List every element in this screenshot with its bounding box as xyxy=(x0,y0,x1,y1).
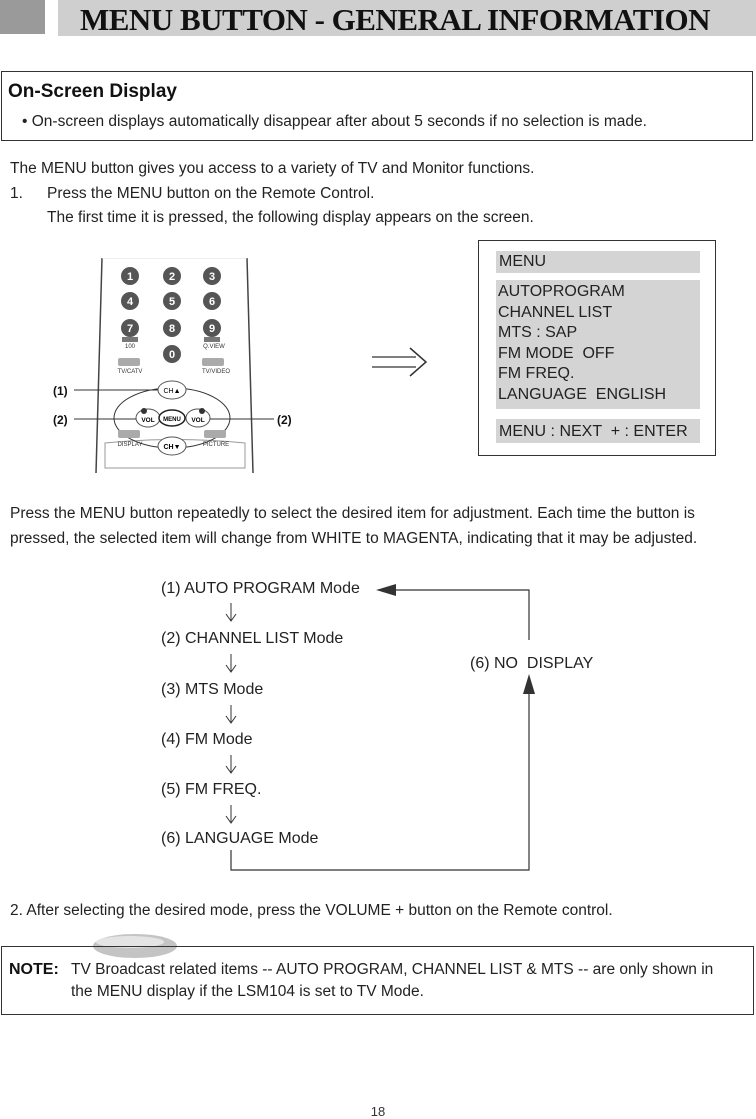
right-double-arrow-icon xyxy=(372,347,428,377)
header-block xyxy=(0,0,45,34)
note-text-line-1: TV Broadcast related items -- AUTO PROGR… xyxy=(71,961,714,978)
svg-text:4: 4 xyxy=(127,296,134,308)
remote-key-9: 9 xyxy=(203,319,221,337)
svg-text:CH▼: CH▼ xyxy=(163,444,180,451)
menu-screen-footer: MENU : NEXT + : ENTER xyxy=(496,419,700,443)
svg-text:7: 7 xyxy=(127,323,133,335)
remote-key-5: 5 xyxy=(163,292,181,310)
up-arrowhead-icon xyxy=(523,674,535,694)
remote-key-0: 0 xyxy=(163,345,181,363)
svg-text:CH▲: CH▲ xyxy=(163,388,180,395)
header-bar xyxy=(58,0,756,36)
left-arrowhead-icon xyxy=(376,584,396,596)
menu-item: FM FREQ. xyxy=(498,365,575,382)
flow-step-5: (5) FM FREQ. xyxy=(161,781,262,798)
remote-tv-video-button xyxy=(202,358,224,366)
flow-step-6: (6) LANGUAGE Mode xyxy=(161,830,319,847)
page-number: 18 xyxy=(370,1104,386,1119)
menu-item: CHANNEL LIST xyxy=(498,303,613,321)
flow-step-1: (1) AUTO PROGRAM Mode xyxy=(161,580,360,597)
step1-subtext: The first time it is pressed, the follow… xyxy=(47,209,534,226)
instructions-line-2: pressed, the selected item will change f… xyxy=(10,530,698,547)
remote-key-2: 2 xyxy=(163,267,181,285)
svg-text:DISPLAY: DISPLAY xyxy=(118,442,143,448)
remote-control-illustration: 1 2 3 4 5 6 7 8 9 0 100 Q.VIEW TV/CATV T… xyxy=(53,258,292,474)
remote-key-1: 1 xyxy=(121,267,139,285)
svg-text:9: 9 xyxy=(209,323,215,335)
menu-item: AUTOPROGRAM xyxy=(498,283,625,300)
svg-text:8: 8 xyxy=(169,323,175,335)
osd-title: On-Screen Display xyxy=(8,81,177,102)
remote-display-button xyxy=(118,430,140,438)
remote-key-qview xyxy=(204,337,220,342)
remote-ch-down-button xyxy=(157,436,187,456)
remote-picture-button xyxy=(204,430,226,438)
svg-text:VOL: VOL xyxy=(141,417,154,424)
step1-number: 1. xyxy=(10,185,23,202)
svg-text:1: 1 xyxy=(127,271,133,283)
svg-text:3: 3 xyxy=(209,271,215,283)
step2-text: 2. After selecting the desired mode, pre… xyxy=(10,902,613,919)
menu-item: MTS : SAP xyxy=(498,324,578,341)
intro-line: The MENU button gives you access to a va… xyxy=(10,160,535,177)
remote-key-100 xyxy=(122,337,138,342)
note-label: NOTE: xyxy=(9,961,59,978)
note-text-line-2: the MENU display if the LSM104 is set to… xyxy=(71,983,424,1000)
remote-tv-catv-button xyxy=(118,358,140,366)
svg-text:100: 100 xyxy=(125,344,136,350)
osd-info-box xyxy=(1,71,753,141)
remote-vol-plus-button xyxy=(185,408,211,428)
svg-text:MENU: MENU xyxy=(163,417,181,423)
remote-menu-button xyxy=(158,409,186,427)
svg-text:PICTURE: PICTURE xyxy=(203,442,229,448)
callout-2-left: (2) xyxy=(53,413,68,427)
page-title: MENU BUTTON - GENERAL INFORMATION xyxy=(80,2,710,37)
callout-2-right: (2) xyxy=(277,413,292,427)
svg-text:TV/VIDEO: TV/VIDEO xyxy=(202,369,230,375)
flow-step-4: (4) FM Mode xyxy=(161,731,253,748)
flow-side-label: (6) NO DISPLAY xyxy=(470,655,594,672)
remote-key-6: 6 xyxy=(203,292,221,310)
svg-text:Q.VIEW: Q.VIEW xyxy=(203,344,225,350)
svg-text:5: 5 xyxy=(169,296,175,308)
osd-text: • On-screen displays automatically disap… xyxy=(22,113,647,130)
menu-item: LANGUAGE ENGLISH xyxy=(498,385,667,403)
remote-key-4: 4 xyxy=(121,292,139,310)
remote-key-7: 7 xyxy=(121,319,139,337)
callout-1: (1) xyxy=(53,384,68,398)
menu-screen-item-list: AUTOPROGRAM CHANNEL LIST MTS : SAP FM MO… xyxy=(496,280,700,409)
note-box xyxy=(1,946,754,1015)
svg-text:6: 6 xyxy=(209,296,215,308)
instructions-line-1: Press the MENU button repeatedly to sele… xyxy=(10,505,695,522)
svg-text:0: 0 xyxy=(169,349,175,361)
menu-screen-display xyxy=(478,240,716,456)
svg-text:2: 2 xyxy=(169,271,175,283)
step1-text: Press the MENU button on the Remote Cont… xyxy=(47,185,375,202)
flow-step-3: (3) MTS Mode xyxy=(161,681,264,698)
menu-screen-header: MENU xyxy=(496,251,700,273)
flow-step-2: (2) CHANNEL LIST Mode xyxy=(161,630,344,647)
menu-item: FM MODE OFF xyxy=(498,344,615,362)
remote-key-8: 8 xyxy=(163,319,181,337)
remote-key-3: 3 xyxy=(203,267,221,285)
svg-text:VOL: VOL xyxy=(191,417,204,424)
svg-text:TV/CATV: TV/CATV xyxy=(118,369,143,375)
